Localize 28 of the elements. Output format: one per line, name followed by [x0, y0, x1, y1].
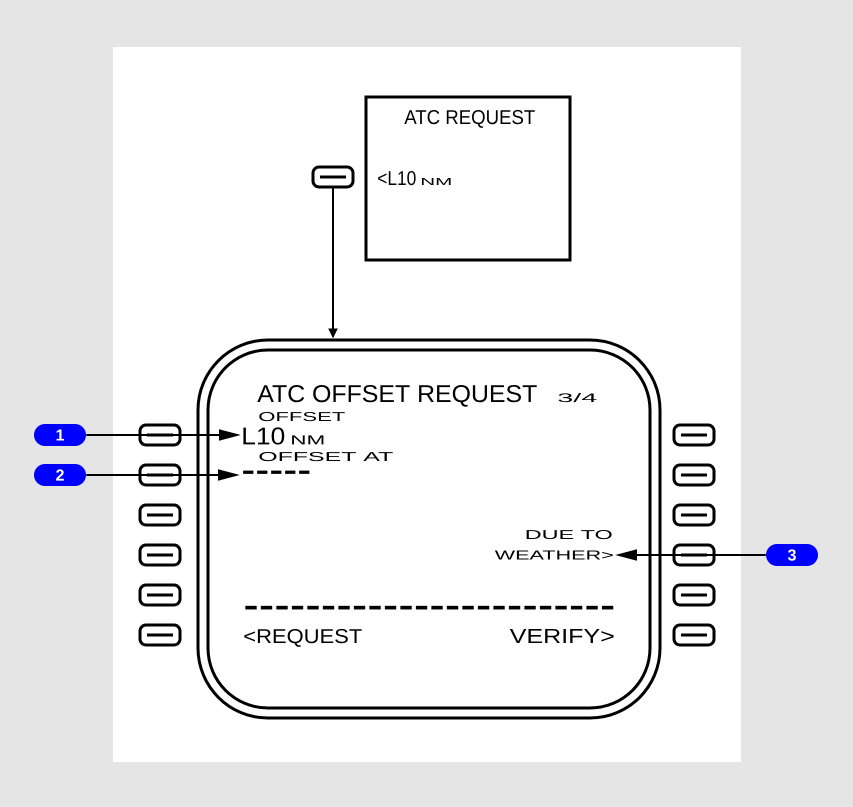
line-select-key — [138, 504, 182, 526]
line-select-key — [138, 544, 182, 566]
callout-number: 2 — [34, 464, 86, 486]
line-select-key — [672, 424, 716, 446]
line-select-key — [672, 464, 716, 486]
display-text: ------------------------ — [245, 606, 614, 610]
display-text: OFFSET AT — [259, 452, 393, 462]
line-select-key — [672, 624, 716, 646]
display-text: ATC OFFSET REQUEST — [257, 385, 537, 407]
line-select-key — [138, 624, 182, 646]
screen-box: ATC REQUEST <L10 NM — [364, 96, 572, 262]
display-text: <REQUEST — [244, 629, 362, 647]
line-select-key — [138, 464, 182, 486]
display-text: DUE TO — [526, 530, 612, 540]
callout-number: 3 — [766, 544, 818, 566]
display-text: L10 NM — [243, 427, 324, 445]
line-select-key — [138, 584, 182, 606]
entry-field: ----- — [243, 470, 310, 474]
display-text: WEATHER> — [494, 550, 613, 560]
line-select-key — [672, 584, 716, 606]
display-text: VERIFY> — [510, 629, 614, 643]
line-select-key — [672, 544, 716, 566]
display-text: OFFSET — [259, 412, 345, 422]
display-text: 3/4 — [558, 393, 596, 402]
line-select-key — [672, 504, 716, 526]
line-select-key — [312, 166, 354, 188]
callout-number: 1 — [34, 424, 86, 446]
line-select-key — [138, 424, 182, 446]
